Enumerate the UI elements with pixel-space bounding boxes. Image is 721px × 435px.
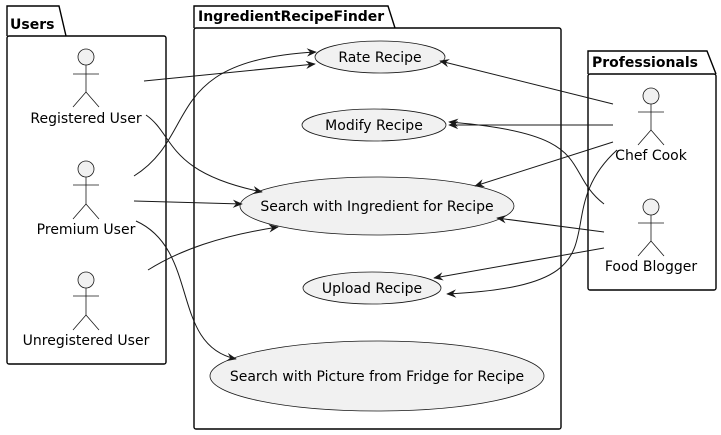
usecase-search-ingredient-label: Search with Ingredient for Recipe — [260, 199, 493, 215]
usecase-modify-recipe[interactable]: Modify Recipe — [301, 108, 447, 142]
stick-figure-icon — [72, 271, 100, 331]
usecase-modify-recipe-label: Modify Recipe — [325, 118, 423, 134]
package-finder-label: IngredientRecipeFinder — [198, 9, 384, 25]
edge-premium-picture — [135, 220, 237, 362]
actor-chef-cook-label: Chef Cook — [615, 148, 688, 164]
usecase-search-ingredient[interactable]: Search with Ingredient for Recipe — [239, 176, 515, 236]
edge-premium-rate — [133, 48, 317, 177]
usecase-rate-recipe-label: Rate Recipe — [338, 50, 421, 66]
edge-chef-search — [474, 141, 614, 188]
stick-figure-icon — [72, 160, 100, 220]
edge-registered-rate — [143, 60, 316, 82]
stick-figure-icon — [72, 48, 100, 108]
edge-blogger-modify — [448, 118, 605, 205]
edge-premium-search — [133, 199, 243, 208]
edge-chef-upload — [446, 149, 618, 298]
actor-premium-user-label: Premium User — [37, 222, 136, 238]
usecase-search-picture-label: Search with Picture from Fridge for Reci… — [230, 369, 524, 385]
actor-unregistered-user-label: Unregistered User — [23, 333, 150, 349]
stick-figure-icon — [637, 198, 665, 257]
package-professionals: Professionals — [587, 50, 717, 291]
edge-unregistered-search — [147, 224, 279, 271]
edge-registered-search — [145, 114, 263, 195]
actor-unregistered-user[interactable]: Unregistered User — [23, 271, 150, 349]
actor-registered-user-label: Registered User — [30, 111, 141, 127]
usecase-search-picture[interactable]: Search with Picture from Fridge for Reci… — [209, 340, 545, 412]
edge-blogger-search — [496, 215, 605, 233]
usecase-upload-recipe[interactable]: Upload Recipe — [302, 271, 442, 305]
actor-food-blogger[interactable]: Food Blogger — [605, 198, 697, 275]
package-users: Users — [6, 5, 167, 365]
actor-registered-user[interactable]: Registered User — [30, 48, 142, 127]
usecase-rate-recipe[interactable]: Rate Recipe — [314, 40, 446, 74]
usecase-upload-recipe-label: Upload Recipe — [322, 281, 422, 297]
stick-figure-icon — [637, 87, 665, 146]
package-professionals-label: Professionals — [592, 55, 698, 71]
actor-premium-user[interactable]: Premium User — [37, 160, 136, 238]
edge-blogger-upload — [433, 247, 605, 281]
actor-food-blogger-label: Food Blogger — [605, 259, 697, 275]
actor-chef-cook[interactable]: Chef Cook — [615, 87, 688, 164]
package-users-label: Users — [10, 17, 54, 33]
edge-chef-rate — [439, 59, 614, 105]
